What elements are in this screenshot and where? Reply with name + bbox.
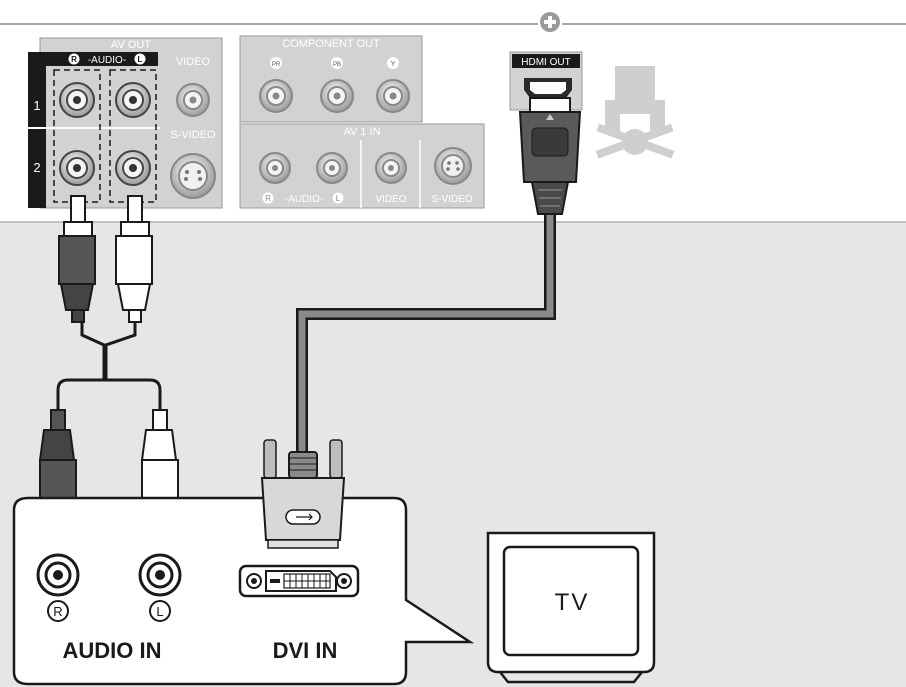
av-out-audio-r: R <box>71 55 77 64</box>
component-y-jack[interactable] <box>376 79 410 113</box>
av-out-video-label: VIDEO <box>176 56 211 68</box>
av-out-jack-l1[interactable] <box>115 82 151 118</box>
hdmi-out-label: HDMI OUT <box>521 57 570 68</box>
audio-cable <box>56 320 162 412</box>
av-out-audio-label: -AUDIO- <box>88 55 126 66</box>
component-pb-jack[interactable] <box>320 79 354 113</box>
component-pr-label: PR <box>272 62 281 68</box>
av1-in-svideo-jack[interactable] <box>434 147 472 185</box>
av-out-row-1: 1 <box>33 98 40 113</box>
rca-plug-upper-red <box>58 195 96 323</box>
av1-in-audio-l-jack[interactable] <box>316 152 348 184</box>
rca-plug-upper-white <box>115 195 153 323</box>
dvi-in-port[interactable] <box>238 564 360 598</box>
component-out-title: COMPONENT OUT <box>282 38 380 50</box>
av1-in-title: AV 1 IN <box>343 126 380 138</box>
component-pb-label: PB <box>333 62 341 68</box>
av-out-svideo-jack[interactable] <box>170 153 216 199</box>
power-cord-holder-icon <box>595 66 675 159</box>
screw-icon <box>540 12 560 32</box>
av1-in-audio-r: R <box>265 194 271 203</box>
av-out-video-jack[interactable] <box>176 83 210 117</box>
jack-r-marker: R <box>47 600 69 622</box>
av1-in-video-jack[interactable] <box>375 152 407 184</box>
jack-r-label: R <box>53 604 62 619</box>
av-out-svideo-label: S-VIDEO <box>170 129 216 141</box>
av1-in-audio-l: L <box>336 194 341 203</box>
hdmi-plug <box>518 97 582 215</box>
av-out-jack-r2[interactable] <box>59 150 95 186</box>
tv-icon: TV <box>486 531 656 684</box>
component-pr-jack[interactable] <box>259 79 293 113</box>
av1-in-audio-label: -AUDIO- <box>285 194 323 205</box>
audio-in-label: AUDIO IN <box>63 638 162 663</box>
component-y-label: Y <box>391 61 396 68</box>
av-out-audio-l: L <box>138 55 143 64</box>
av1-in-audio-r-jack[interactable] <box>259 152 291 184</box>
av1-in-svideo-label: S-VIDEO <box>431 194 472 205</box>
jack-l-marker: L <box>149 600 171 622</box>
av-out-title: AV OUT <box>111 39 151 51</box>
av1-in-video-label: VIDEO <box>375 194 406 205</box>
av-out-row-2: 2 <box>33 160 40 175</box>
audio-in-l-jack[interactable] <box>138 553 182 597</box>
jack-l-label: L <box>156 604 163 619</box>
dvi-plug <box>260 439 346 549</box>
hdmi-dvi-cable <box>296 214 556 452</box>
av-out-jack-l2[interactable] <box>115 150 151 186</box>
dvi-in-label: DVI IN <box>273 638 338 663</box>
av-out-jack-r1[interactable] <box>59 82 95 118</box>
audio-in-r-jack[interactable] <box>36 553 80 597</box>
tv-label: TV <box>555 589 590 616</box>
